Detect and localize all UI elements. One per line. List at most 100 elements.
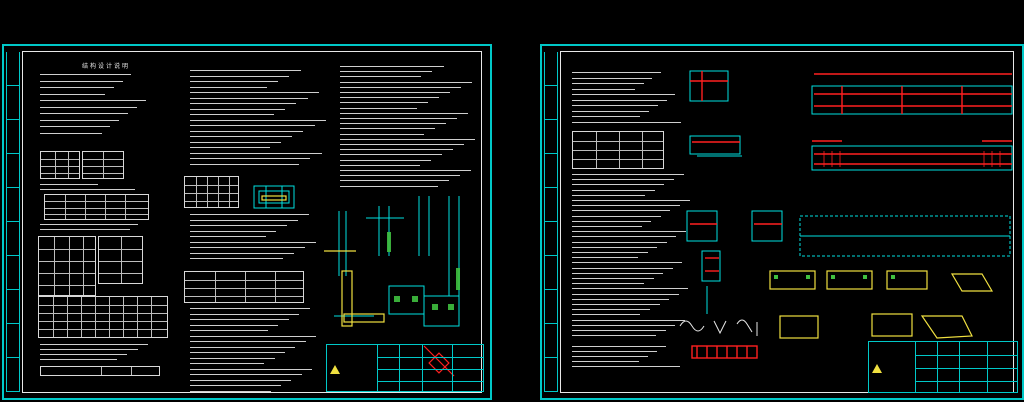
note-text-line xyxy=(190,108,286,110)
note-text-line xyxy=(190,70,301,71)
note-text-line xyxy=(340,86,462,88)
note-text-line xyxy=(40,132,102,134)
anchorage-table xyxy=(38,296,168,338)
note-text-line xyxy=(340,128,436,130)
note-text-line xyxy=(572,278,654,279)
note-text-line xyxy=(190,130,304,132)
note-text-line xyxy=(190,363,265,364)
note-text-line xyxy=(190,219,298,221)
note-text-line xyxy=(572,72,662,73)
note-text-line xyxy=(340,154,443,156)
note-text-line xyxy=(340,180,450,182)
note-text-line xyxy=(340,71,433,73)
note-text-line xyxy=(40,126,111,127)
note-text-line xyxy=(340,123,447,125)
note-text-line xyxy=(40,229,130,230)
note-text-line xyxy=(190,97,308,99)
note-text-line xyxy=(190,335,317,337)
note-text-line xyxy=(340,149,454,151)
note-text-line xyxy=(572,293,679,295)
note-text-line xyxy=(40,93,105,95)
note-text-line xyxy=(190,252,294,254)
note-text-line xyxy=(40,100,146,101)
note-text-line xyxy=(340,66,444,67)
note-text-line xyxy=(190,313,300,315)
note-text-line xyxy=(190,163,300,165)
note-text-line xyxy=(572,267,673,269)
note-text-line xyxy=(340,133,425,135)
left-detail-drawings xyxy=(253,185,460,377)
note-text-line xyxy=(190,114,274,115)
note-text-line xyxy=(40,354,128,355)
right-detail-drawings xyxy=(679,70,1013,359)
note-text-line xyxy=(40,224,138,225)
note-text-line xyxy=(572,346,666,347)
note-text-line xyxy=(190,147,270,148)
note-text-line xyxy=(572,335,656,337)
note-text-line xyxy=(572,174,684,175)
binding-strip xyxy=(544,52,558,392)
logo-icon xyxy=(330,365,340,374)
note-text-line xyxy=(572,110,649,112)
material-table xyxy=(98,236,143,284)
note-text-line xyxy=(572,351,657,352)
load-table xyxy=(44,194,149,220)
note-text-line xyxy=(40,87,114,88)
concrete-table xyxy=(38,236,96,296)
note-text-line xyxy=(572,330,666,331)
binding-strip xyxy=(6,52,20,392)
note-text-line xyxy=(572,246,658,248)
note-text-line xyxy=(572,99,667,101)
note-text-line xyxy=(572,283,644,285)
note-text-line xyxy=(190,230,277,232)
note-text-line xyxy=(340,185,438,187)
note-text-line xyxy=(572,298,670,300)
note-text-line xyxy=(572,356,648,357)
note-text-line xyxy=(340,144,465,145)
note-text-line xyxy=(40,74,132,75)
grid-table-middle xyxy=(184,176,239,208)
note-text-line xyxy=(340,175,461,177)
note-text-line xyxy=(190,103,297,104)
note-text-line xyxy=(572,184,665,186)
note-text-line xyxy=(572,205,680,207)
logo-icon xyxy=(872,364,882,373)
note-text-line xyxy=(340,170,472,171)
note-text-line xyxy=(190,385,281,386)
note-text-line xyxy=(572,194,646,196)
component-table xyxy=(572,131,664,169)
note-text-line xyxy=(572,116,641,117)
steel-table xyxy=(184,271,304,303)
note-text-line xyxy=(40,119,120,121)
note-text-line xyxy=(340,118,458,119)
note-text-line xyxy=(190,86,267,88)
note-text-line xyxy=(340,107,418,109)
note-text-line xyxy=(572,257,638,259)
note-text-line xyxy=(190,141,281,143)
note-text-line xyxy=(572,105,658,106)
note-text-line xyxy=(340,92,451,93)
note-text-line xyxy=(340,138,476,140)
note-text-line xyxy=(190,319,289,320)
note-text-line xyxy=(572,220,652,222)
note-text-line xyxy=(572,236,677,238)
note-text-line xyxy=(572,288,689,290)
title-block-right xyxy=(868,341,1018,393)
sheet-title: 结构设计说明 xyxy=(82,63,131,70)
note-table-bottom xyxy=(40,366,160,376)
note-text-line xyxy=(190,125,315,126)
note-text-line xyxy=(572,179,674,181)
note-text-line xyxy=(190,152,322,154)
note-text-line xyxy=(40,80,123,82)
sheet-border xyxy=(22,51,482,393)
note-text-line xyxy=(572,272,664,274)
note-text-line xyxy=(190,236,266,237)
note-text-line xyxy=(572,262,683,264)
note-text-line xyxy=(190,241,316,243)
note-text-line xyxy=(40,344,148,345)
note-text-line xyxy=(190,214,309,215)
drawing-sheet-right xyxy=(540,44,1024,400)
note-text-line xyxy=(190,374,302,375)
note-text-line xyxy=(190,158,311,159)
note-text-line xyxy=(40,184,98,185)
